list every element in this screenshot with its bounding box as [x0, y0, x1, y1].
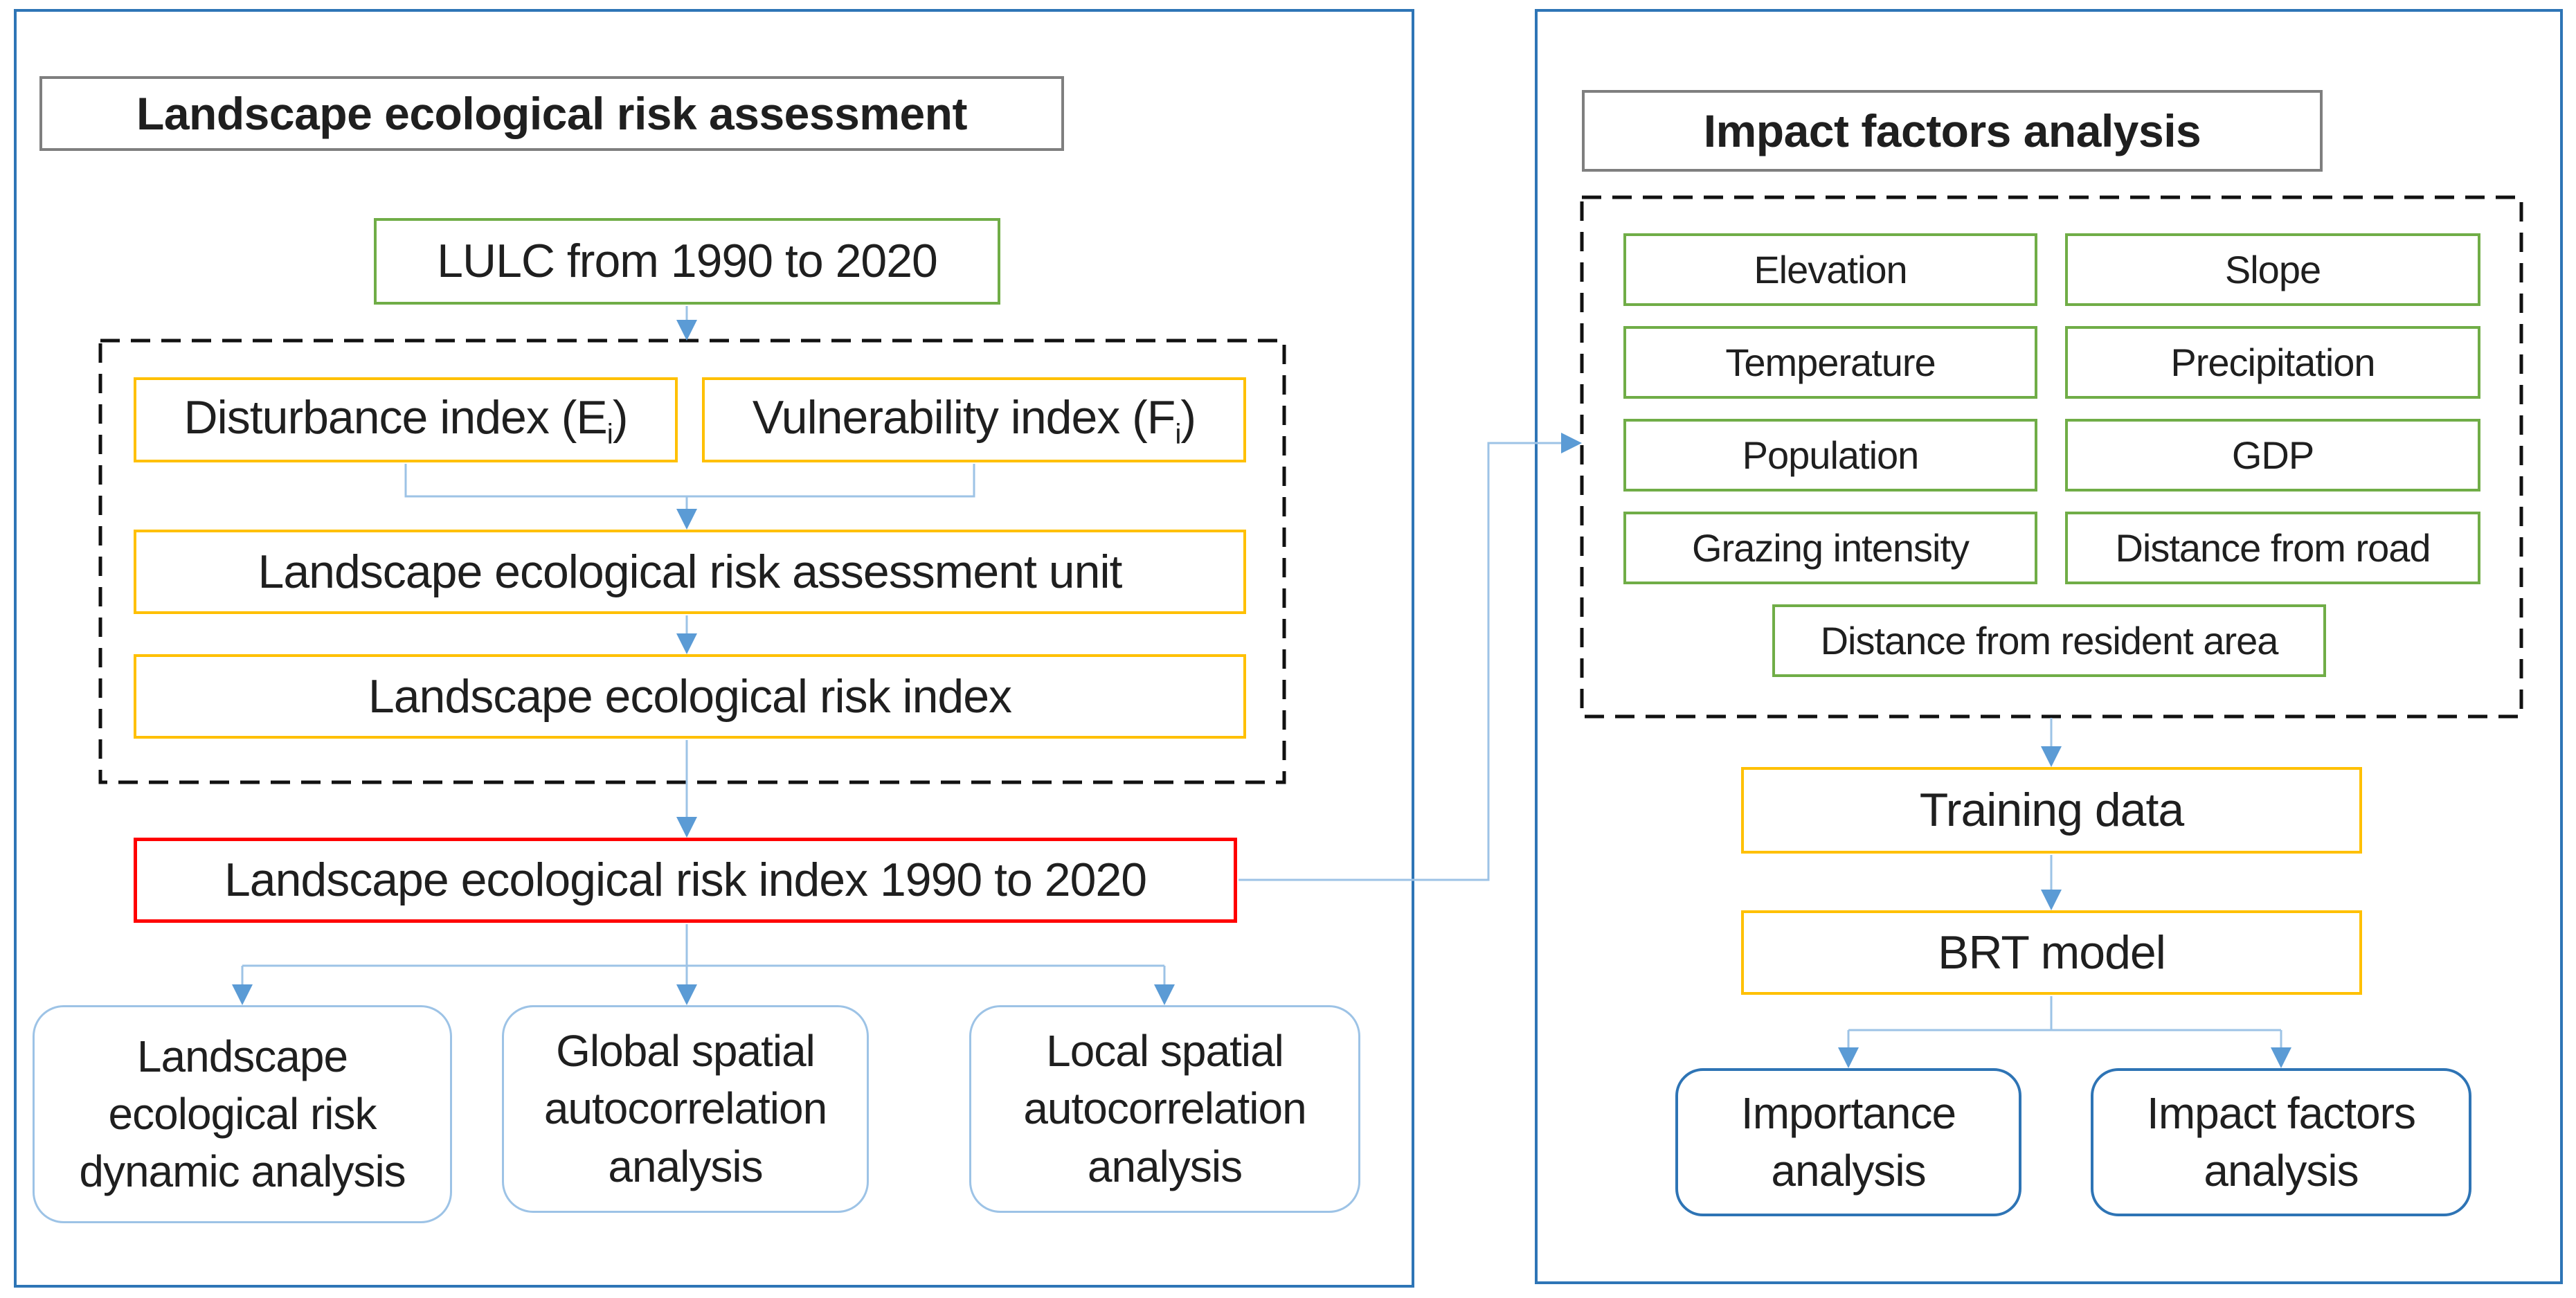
assessment-unit-label: Landscape ecological risk assessment uni… — [258, 545, 1123, 598]
impact-factors-analysis-box: Impact factors analysis — [2091, 1068, 2471, 1216]
local-autocorrelation-box: Local spatial autocorrelation analysis — [969, 1005, 1360, 1213]
factor-gdp-box: GDP — [2065, 419, 2480, 492]
factor-temperature-box: Temperature — [1623, 326, 2037, 399]
brt-model-box: BRT model — [1741, 910, 2362, 995]
factor-grazing-label: Grazing intensity — [1691, 525, 1970, 570]
training-data-label: Training data — [1919, 784, 2184, 836]
disturbance-index-label: Disturbance index (Ei) — [183, 388, 629, 452]
right-panel-title-label: Impact factors analysis — [1703, 105, 2201, 156]
disturbance-suffix: ) — [612, 390, 629, 444]
dynamic-analysis-label: Landscape ecological risk dynamic analys… — [79, 1031, 406, 1197]
factor-precipitation-label: Precipitation — [2170, 340, 2375, 384]
brt-model-label: BRT model — [1938, 926, 2166, 979]
factor-population-label: Population — [1742, 433, 1920, 477]
local-autocorrelation-label: Local spatial autocorrelation analysis — [1023, 1026, 1306, 1191]
disturbance-prefix: Disturbance index (E — [183, 390, 608, 444]
impact-factors-analysis-label: Impact factors analysis — [2147, 1088, 2416, 1196]
factor-slope-box: Slope — [2065, 233, 2480, 306]
global-autocorrelation-box: Global spatial autocorrelation analysis — [502, 1005, 869, 1213]
importance-analysis-label: Importance analysis — [1740, 1088, 1956, 1196]
factor-precipitation-box: Precipitation — [2065, 326, 2480, 399]
disturbance-subscript: i — [606, 417, 613, 450]
right-panel-title: Impact factors analysis — [1582, 90, 2323, 172]
training-data-box: Training data — [1741, 767, 2362, 854]
factor-distance-resident-label: Distance from resident area — [1820, 618, 2279, 662]
dynamic-analysis-box: Landscape ecological risk dynamic analys… — [33, 1005, 452, 1223]
vulnerability-index-label: Vulnerability index (Fi) — [753, 388, 1196, 452]
factor-elevation-box: Elevation — [1623, 233, 2037, 306]
factor-temperature-label: Temperature — [1725, 340, 1936, 384]
left-panel-title: Landscape ecological risk assessment — [39, 76, 1064, 151]
factor-gdp-label: GDP — [2231, 433, 2314, 477]
vulnerability-prefix: Vulnerability index (F — [752, 390, 1176, 444]
importance-analysis-box: Importance analysis — [1675, 1068, 2021, 1216]
lulc-box: LULC from 1990 to 2020 — [374, 218, 1000, 305]
risk-index-period-box: Landscape ecological risk index 1990 to … — [134, 838, 1237, 923]
vulnerability-index-box: Vulnerability index (Fi) — [702, 377, 1246, 462]
disturbance-index-box: Disturbance index (Ei) — [134, 377, 678, 462]
risk-index-period-label: Landscape ecological risk index 1990 to … — [224, 854, 1147, 906]
factor-elevation-label: Elevation — [1754, 247, 1907, 291]
factor-population-box: Population — [1623, 419, 2037, 492]
lulc-label: LULC from 1990 to 2020 — [437, 235, 938, 287]
factor-slope-label: Slope — [2224, 247, 2321, 291]
left-panel-title-label: Landscape ecological risk assessment — [136, 87, 967, 139]
factor-distance-road-box: Distance from road — [2065, 512, 2480, 584]
risk-index-box: Landscape ecological risk index — [134, 654, 1246, 739]
assessment-unit-box: Landscape ecological risk assessment uni… — [134, 530, 1246, 614]
vulnerability-suffix: ) — [1180, 390, 1196, 444]
factor-distance-road-label: Distance from road — [2115, 525, 2431, 570]
factor-distance-resident-box: Distance from resident area — [1772, 604, 2326, 677]
global-autocorrelation-label: Global spatial autocorrelation analysis — [543, 1026, 827, 1191]
risk-index-label: Landscape ecological risk index — [368, 669, 1012, 723]
factor-grazing-box: Grazing intensity — [1623, 512, 2037, 584]
